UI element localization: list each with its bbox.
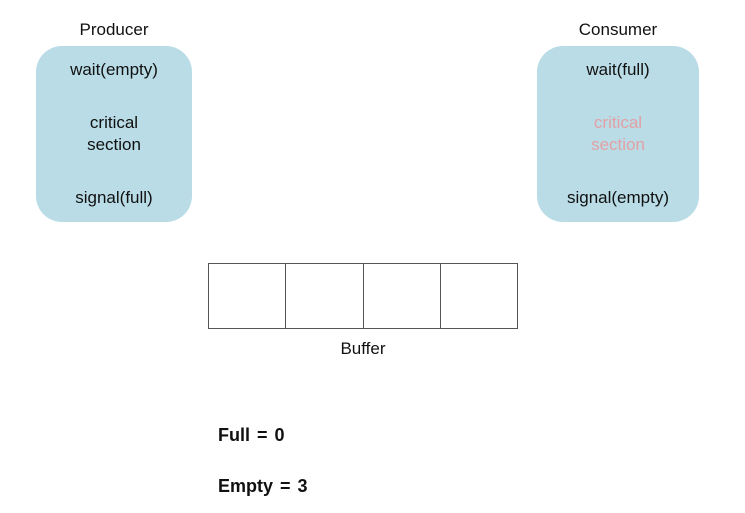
buffer-cell: [286, 264, 364, 328]
counter-empty-label: Empty: [218, 476, 274, 496]
consumer-step-wait: wait(full): [586, 60, 650, 79]
producer-box: wait(empty) critical section signal(full…: [36, 46, 192, 222]
producer-critical-line1: critical: [89, 112, 139, 132]
counter-empty-value: 3: [297, 476, 308, 496]
counter-empty-equals: =: [280, 476, 291, 496]
consumer-title: Consumer: [578, 20, 658, 39]
buffer-label: Buffer: [340, 339, 386, 358]
consumer-critical-line1: critical: [593, 112, 643, 132]
producer-critical-line2: section: [87, 135, 141, 154]
producer-step-signal: signal(full): [75, 187, 153, 207]
buffer-row: [208, 263, 518, 329]
consumer-box: wait(full) critical section signal(empty…: [537, 46, 699, 222]
consumer-step-critical-section: critical section: [591, 112, 645, 156]
buffer-cell: [364, 264, 441, 328]
producer-title: Producer: [79, 20, 149, 39]
counter-empty: Empty = 3: [218, 476, 308, 497]
counter-full-equals: =: [257, 425, 268, 445]
buffer-cell: [441, 264, 517, 328]
consumer-critical-line2: section: [591, 135, 645, 154]
consumer-step-signal: signal(empty): [566, 187, 670, 207]
counter-full-label: Full: [218, 425, 250, 445]
counter-full-value: 0: [274, 425, 285, 445]
buffer-cell: [209, 264, 287, 328]
counter-full: Full = 0: [218, 425, 285, 446]
producer-step-wait: wait(empty): [70, 60, 158, 79]
producer-step-critical-section: critical section: [87, 112, 141, 156]
